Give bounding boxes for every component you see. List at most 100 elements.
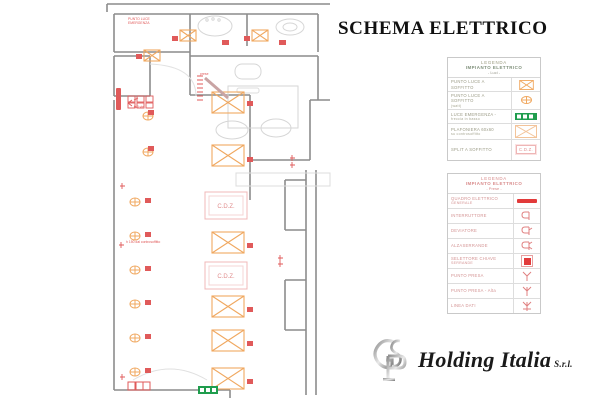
annotation-label: prese xyxy=(200,72,209,76)
ceiling-light-symbol xyxy=(211,91,245,114)
wall-light-symbol xyxy=(129,197,141,207)
ceiling-light-symbol xyxy=(211,329,245,352)
legend-item-label: QUADRO ELETTRICO xyxy=(451,196,499,202)
legend-row: INTERRUTTORE xyxy=(448,209,540,224)
annotation-label: a 3 vie xyxy=(134,105,144,109)
legend-row: PUNTO PRESA - Alta xyxy=(448,284,540,299)
legend-luci-category: - Luci - xyxy=(487,70,501,75)
switch-group xyxy=(127,97,139,109)
legend-prese-header: LEGENDA IMPIANTO ELETTRICO - Prese - xyxy=(448,174,540,194)
ceiling-panel-icon xyxy=(511,123,540,139)
legend-luci-title: LEGENDA xyxy=(481,60,507,65)
main-panel-symbol xyxy=(116,88,121,110)
wall-light-symbol xyxy=(129,265,141,275)
floor-plan: C.D.Z. C.D.Z. PUNTO LUCE EMERGENZA h 150… xyxy=(106,3,331,398)
legend-item-label: INTERRUTTORE xyxy=(451,213,487,219)
plan-switch-groups xyxy=(119,75,295,380)
legend-prese-subtitle: IMPIANTO ELETTRICO xyxy=(465,181,523,186)
shutter-switch-icon xyxy=(513,239,540,253)
switch-icon xyxy=(513,209,540,223)
cdz-unit: C.D.Z. xyxy=(204,191,248,220)
ceiling-light-symbol xyxy=(211,367,245,390)
legend-item-label: LINEA DATI xyxy=(451,303,476,309)
legend-prese: LEGENDA IMPIANTO ELETTRICO - Prese - QUA… xyxy=(447,173,541,314)
svg-text:C.D.Z.: C.D.Z. xyxy=(217,204,235,210)
door-swing xyxy=(149,63,197,97)
legend-row: PUNTO LUCE A SOFFITTO (watt) xyxy=(448,92,540,110)
legend-item-label: DEVIATORE xyxy=(451,228,478,234)
wall-light-symbol xyxy=(129,333,141,343)
wall-light-symbol xyxy=(129,231,141,241)
toilet-icon xyxy=(275,18,305,36)
plan-emergency-lights xyxy=(198,386,218,394)
plan-wall-lights xyxy=(129,111,154,377)
panel-box xyxy=(127,381,151,391)
legend-prese-title: LEGENDA xyxy=(481,176,507,181)
legend-row: PLAFONIERA 60x60 su controsoffitto xyxy=(448,123,540,140)
plan-annotations: PUNTO LUCE EMERGENZA h 150 dal controsof… xyxy=(126,17,209,244)
annotation-label: PUNTO LUCE xyxy=(128,17,151,21)
legend-item-label: LUCE EMERGENZA - xyxy=(451,111,497,117)
desk-icon xyxy=(227,85,299,129)
legend-item-sublabel: freccia in basso xyxy=(451,116,480,121)
ceiling-light-icon xyxy=(511,78,540,91)
legend-item-label: PUNTO LUCE A SOFFITTO xyxy=(451,93,485,104)
main-panel-icon xyxy=(513,194,540,208)
legend-row: LINEA DATI xyxy=(448,299,540,313)
annotation-label: h 150 dal controsoffitto xyxy=(126,240,160,244)
legend-prese-category: - Prese - xyxy=(486,186,502,191)
socket-high-icon xyxy=(513,284,540,298)
wall-light-symbol xyxy=(129,367,141,377)
legend-row: PUNTO LUCE A SOFFITTO xyxy=(448,78,540,92)
legend-item-sublabel: SERRANDE xyxy=(451,261,473,266)
data-line-icon xyxy=(513,299,540,313)
legend-item-label: PUNTO PRESA - Alta xyxy=(451,288,496,294)
legend-item-label: PUNTO LUCE A SOFFITTO xyxy=(451,79,485,90)
key-selector-icon xyxy=(513,254,540,268)
legend-item-label: ALZASERRANDE xyxy=(451,243,488,249)
legend-item-label: SPLIT A SOFFITTO xyxy=(451,147,492,153)
legend-item-sublabel: GENERALE xyxy=(451,201,473,206)
legend-row: ALZASERRANDE xyxy=(448,239,540,254)
socket-marks xyxy=(119,155,295,267)
ceiling-light-symbol xyxy=(211,295,245,318)
ceiling-light-symbol xyxy=(179,29,197,42)
logo-company-name: Holding Italia xyxy=(418,347,552,372)
entry-swing xyxy=(132,368,208,381)
cdz-label: C.D.Z. xyxy=(516,145,536,155)
table-icon xyxy=(234,63,262,80)
ceiling-light-small-icon xyxy=(511,92,540,109)
page-title: SCHEMA ELETTRICO xyxy=(338,18,548,39)
legend-row: SELETTORE CHIAVE SERRANDE xyxy=(448,254,540,269)
switch-group xyxy=(120,183,125,380)
legend-luci-subtitle: IMPIANTO ELETTRICO xyxy=(465,65,523,70)
plan-power-boxes xyxy=(127,381,151,391)
legend-row: DEVIATORE xyxy=(448,224,540,239)
legend-luci: LEGENDA IMPIANTO ELETTRICO - Luci - PUNT… xyxy=(447,57,541,161)
legend-item-sublabel: su controsoffitto xyxy=(451,131,481,136)
annotation-label: EMERGENZA xyxy=(128,21,150,25)
legend-item-label: PUNTO PRESA xyxy=(451,273,484,279)
legend-row: SPLIT A SOFFITTO C.D.Z. xyxy=(448,139,540,160)
legend-row: PUNTO PRESA xyxy=(448,269,540,284)
chair-icon xyxy=(260,118,292,138)
legend-row: QUADRO ELETTRICO GENERALE xyxy=(448,194,540,209)
plan-ceiling-lights xyxy=(143,29,269,390)
legend-item-label: SELETTORE CHIAVE xyxy=(451,256,497,262)
switch-group-triple xyxy=(127,95,154,109)
cdz-box-icon: C.D.Z. xyxy=(511,139,540,160)
legend-luci-header: LEGENDA IMPIANTO ELETTRICO - Luci - xyxy=(448,58,540,78)
wall-light-symbol xyxy=(129,299,141,309)
ceiling-light-symbol xyxy=(143,49,161,62)
two-way-switch-icon xyxy=(513,224,540,238)
floor-plan-svg: C.D.Z. C.D.Z. PUNTO LUCE EMERGENZA h 150… xyxy=(106,3,331,398)
ceiling-light-symbol xyxy=(251,29,269,42)
plan-power-symbols xyxy=(116,36,286,384)
socket-icon xyxy=(513,269,540,283)
emergency-light-icon xyxy=(511,109,540,123)
legend-row: LUCE EMERGENZA - freccia in basso xyxy=(448,109,540,124)
svg-text:C.D.Z.: C.D.Z. xyxy=(217,274,235,280)
